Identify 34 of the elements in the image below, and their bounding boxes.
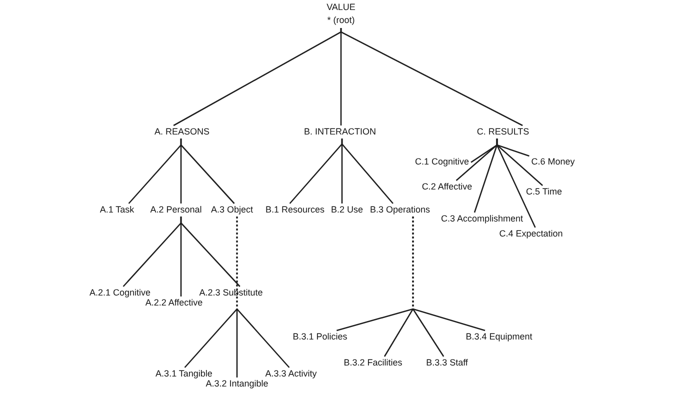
branch-line	[340, 28, 523, 126]
dotted-branch-line	[412, 216, 486, 332]
node-label: VALUE	[326, 1, 356, 14]
node-label: B.3.4 Equipment	[464, 330, 534, 344]
branch-line	[496, 138, 530, 157]
node-label: A.2.1 Cognitive	[87, 286, 153, 300]
node-label: B.3 Operations	[368, 204, 432, 216]
node-label: B.2 Use	[329, 204, 365, 216]
node-label: B. INTERACTION	[302, 126, 378, 138]
node-label: B.3.2 Facilities	[342, 356, 404, 370]
node-label: C.1 Cognitive	[412, 156, 472, 168]
dotted-branch-line	[236, 216, 290, 368]
node-label: B.1 Resources	[263, 204, 327, 216]
node-label: A. REASONS	[152, 126, 212, 138]
node-label: A.2 Personal	[148, 204, 204, 216]
node-label: C.4 Expectation	[497, 228, 565, 240]
node-label: A.2.3 Substitute	[197, 286, 265, 300]
node-label: B.3.3 Staff	[424, 356, 470, 370]
branch-line	[180, 138, 235, 204]
branch-line	[341, 138, 394, 204]
branch-line	[180, 216, 240, 287]
node-label: B.3.1 Policies	[290, 330, 350, 344]
node-label: A.3.2 Intangible	[204, 378, 270, 390]
node-label: A.2.2 Affective	[143, 296, 205, 310]
node-label: C.3 Accomplishment	[438, 212, 526, 226]
node-label: A.1 Task	[98, 204, 136, 216]
node-label: C.5 Time	[524, 186, 564, 198]
node-label: A.3.3 Activity	[263, 368, 319, 380]
node-label: C.6 Money	[529, 156, 577, 168]
node-note: * (root)	[326, 14, 356, 27]
node-label: C.2 Affective	[420, 180, 474, 194]
node-label: A.3.1 Tangible	[154, 368, 214, 380]
node-label: C. RESULTS	[474, 126, 532, 138]
node-label: A.3 Object	[208, 204, 256, 216]
